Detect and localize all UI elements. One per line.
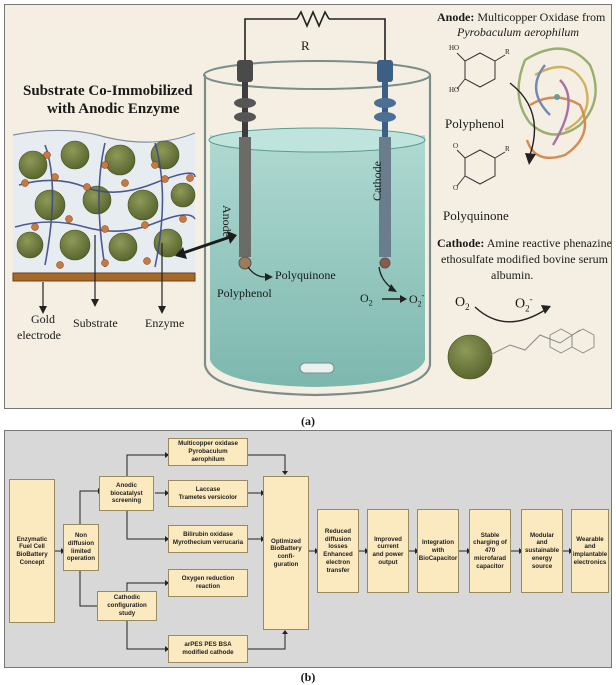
- box-integration-biocapacitor: Integration with BioCapacitor: [417, 509, 459, 593]
- cathode-description-line2: ethosulfate modified bovine serum: [441, 253, 608, 266]
- cathode-description-line1: Cathode: Amine reactive phenazine: [437, 237, 612, 250]
- box-non-diffusion-limited: Non diffusion limited operation: [63, 524, 99, 571]
- gold-label-line1: Gold: [31, 313, 55, 326]
- enzyme-label: Enzyme: [145, 317, 184, 330]
- resistor-label: R: [301, 39, 310, 53]
- box-oxygen-reduction: Oxygen reduction reaction: [168, 569, 248, 597]
- resistor-circuit: [245, 12, 385, 65]
- cathode-label: Cathode: [371, 161, 384, 201]
- box-multicopper-oxidase: Multicopper oxidase Pyrobaculum aerophil…: [168, 438, 248, 466]
- enzyme-matrix: [13, 130, 195, 314]
- o2-bottom-right-label: O2-: [515, 295, 533, 314]
- box-reduced-diffusion-losses: Reduced diffusion losses Enhanced electr…: [317, 509, 359, 593]
- caption-a: (a): [0, 414, 616, 429]
- ring-label-ho1: HO: [449, 45, 459, 53]
- electrode-title-line1: Substrate Co-Immobilized: [23, 83, 193, 100]
- illustration-panel-a: R Substrate Co-Immobilized with Anodic E…: [4, 4, 612, 409]
- flowchart-panel-b: Enzymatic Fuel Cell BioBattery Concept N…: [4, 430, 612, 668]
- box-arpes-modified-cathode: arPES PES BSA modified cathode: [168, 635, 248, 663]
- box-bilirubin-oxidase: Bilirubin oxidase Myrothecium verrucaria: [168, 525, 248, 553]
- box-enzymatic-fuel-cell-concept: Enzymatic Fuel Cell BioBattery Concept: [9, 479, 55, 623]
- o2-bottom-left-label: O2: [455, 295, 470, 313]
- box-cathodic-configuration-study: Cathodic configuration study: [97, 591, 157, 621]
- ring-label-ho2: HO: [449, 87, 459, 95]
- box-optimized-biobattery: Optimized BioBattery confi- guration: [263, 476, 309, 630]
- box-wearable-electronics: Wearable and implantable electronics: [571, 509, 609, 593]
- polyphenol-label: Polyphenol: [445, 117, 504, 131]
- polyquinone-label: Polyquinone: [443, 209, 509, 223]
- o2-left-label: O2: [360, 292, 373, 308]
- polyphenol-flow-label: Polyphenol: [217, 287, 272, 300]
- box-stable-charging: Stable charging of 470 microfarad capaci…: [469, 509, 511, 593]
- beaker: [204, 61, 430, 395]
- multicopper-oxidase-protein: [519, 49, 596, 158]
- ring-label-r2: R: [505, 146, 510, 154]
- box-modular-energy-source: Modular and sustainable energy source: [521, 509, 563, 593]
- box-laccase: Laccase Trametes versicolor: [168, 480, 248, 507]
- box-improved-current: Improved current and power output: [367, 509, 409, 593]
- caption-b: (b): [0, 670, 616, 685]
- electrode-title-line2: with Anodic Enzyme: [47, 101, 180, 118]
- substrate-label: Substrate: [73, 317, 118, 330]
- polyquinone-flow-label: Polyquinone: [275, 269, 336, 282]
- ring-label-o2: O: [453, 185, 458, 193]
- gold-label-line2: electrode: [17, 329, 61, 342]
- ring-label-o1: O: [453, 143, 458, 151]
- cathode-enzyme-blob: [448, 329, 594, 379]
- anode-label: Anode: [220, 205, 233, 237]
- o2-right-label: O2-: [409, 292, 424, 309]
- biobattery-illustration: [5, 5, 612, 409]
- anode-description-line2: Pyrobaculum aerophilum: [457, 26, 579, 39]
- cathode-description-line3: albumin.: [491, 269, 533, 282]
- box-anodic-biocatalyst-screening: Anodic biocatalyst screening: [99, 476, 154, 511]
- ring-label-r1: R: [505, 49, 510, 57]
- anode-description-line1: Anode: Multicopper Oxidase from: [437, 11, 605, 24]
